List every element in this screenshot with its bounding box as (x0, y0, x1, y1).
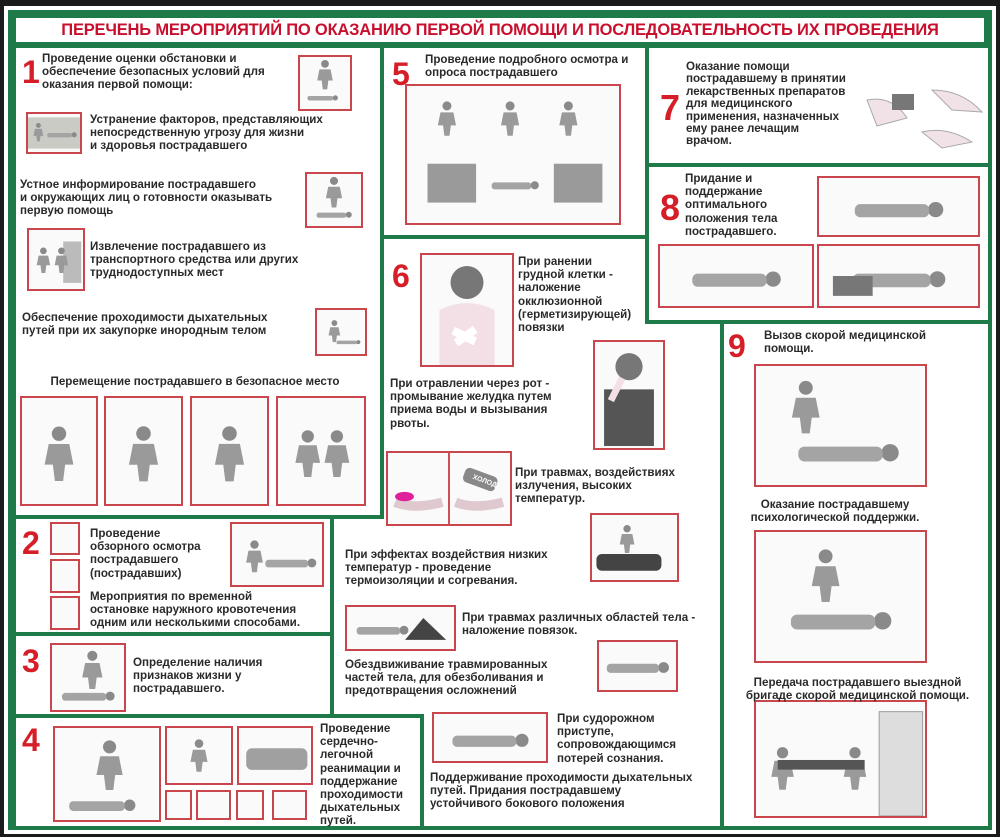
section-6-item-cold: При эффектах воздействия низких температ… (345, 548, 548, 588)
illustration-bleeding-2 (50, 559, 80, 593)
section-4-item-cpr: Проведение сердечно- легочной реанимации… (320, 722, 404, 828)
section-1-item-extraction: Извлечение пострадавшего из транспортног… (90, 240, 299, 280)
section-1-item-airway: Обеспечение проходимости дыхательных пут… (22, 311, 268, 338)
illustration-bandage (345, 605, 456, 651)
poster-title: ПЕРЕЧЕНЬ МЕРОПРИЯТИЙ ПО ОКАЗАНИЮ ПЕРВОЙ … (61, 20, 939, 39)
section-9-item-call: Вызов скорой медицинской помощи. (764, 329, 926, 356)
illustration-cpr-1 (53, 726, 161, 822)
section-4-number: 4 (22, 722, 40, 758)
section-7 (645, 44, 992, 167)
section-1-item-move: Перемещение пострадавшего в безопасное м… (50, 375, 340, 388)
illustration-recovery-position (817, 176, 980, 237)
illustration-legs-raised (817, 244, 980, 308)
illustration-ambulance-handover (754, 700, 927, 818)
section-7-number: 7 (660, 87, 681, 128)
section-5-number: 5 (392, 56, 410, 92)
illustration-signs-of-life (50, 643, 126, 712)
illustration-extraction (27, 228, 85, 291)
illustration-inform (305, 172, 363, 228)
illustration-cpr-7 (272, 790, 307, 820)
illustration-scene-assessment (298, 55, 352, 111)
illustration-cpr-2 (165, 726, 233, 785)
poster-title-box: ПЕРЕЧЕНЬ МЕРОПРИЯТИЙ ПО ОКАЗАНИЮ ПЕРВОЙ … (12, 14, 988, 46)
section-6-item-seizure: При судорожном приступе, сопровождающимс… (557, 712, 677, 765)
section-2-item-bleeding: Мероприятия по временной остановке наруж… (90, 590, 301, 629)
illustration-chest-wound (420, 253, 514, 367)
section-3-number: 3 (22, 643, 40, 679)
illustration-splint (597, 640, 678, 692)
illustration-airway-obstruction (315, 308, 367, 356)
section-6-item-bandage: При травмах различных областей тела - на… (462, 611, 696, 638)
section-1-item-remove-danger: Устранение факторов, представляющих непо… (90, 113, 323, 153)
illustration-warming (590, 513, 679, 582)
illustration-psych-support (754, 530, 927, 663)
illustration-bleeding-3 (50, 596, 80, 630)
illustration-detailed-exam (405, 84, 621, 225)
section-9-item-support: Оказание пострадавшему психологической п… (750, 498, 920, 525)
illustration-cpr-6 (236, 790, 264, 820)
illustration-half-sitting (658, 244, 814, 308)
illustration-poisoning (593, 340, 665, 450)
section-9-item-handover: Передача пострадавшего выездной бригаде … (745, 676, 970, 703)
illustration-move-3 (190, 396, 269, 506)
illustration-remove-danger (26, 112, 82, 154)
section-9-number: 9 (728, 328, 746, 364)
section-6-item-recovery: Поддерживание проходимости дыхательных п… (430, 771, 693, 811)
section-6-item-chest: При ранении грудной клетки - наложение о… (518, 255, 632, 335)
section-8-number: 8 (660, 187, 681, 228)
section-6-item-burns: При травмах, воздействиях излучения, выс… (515, 466, 675, 506)
section-2-number: 2 (22, 525, 40, 561)
section-1-number: 1 (22, 54, 40, 90)
illustration-call-ambulance (754, 364, 927, 487)
illustration-cold-application: ХОЛОД (386, 451, 512, 526)
illustration-move-2 (104, 396, 183, 506)
illustration-cpr-3 (237, 726, 313, 785)
illustration-move-4 (276, 396, 366, 506)
section-6-item-poisoning: При отравлении через рот - промывание же… (390, 377, 552, 430)
illustration-cpr-5 (196, 790, 231, 820)
section-5-item-exam: Проведение подробного осмотра и опроса п… (425, 53, 629, 80)
section-1-item-inform: Устное информирование пострадавшего и ок… (20, 178, 273, 218)
illustration-seizure (432, 712, 548, 763)
section-8-item-position: Придание и поддержание оптимального поло… (685, 172, 778, 238)
section-7-item-medication: Оказание помощи пострадавшему в принятии… (686, 60, 846, 148)
illustration-move-1 (20, 396, 98, 506)
illustration-medication-hands (862, 80, 987, 155)
illustration-cpr-4 (165, 790, 192, 820)
section-2-item-overview: Проведение обзорного осмотра пострадавше… (90, 527, 201, 580)
section-6-item-immobilize: Обездвиживание травмированных частей тел… (345, 658, 548, 698)
illustration-bleeding-1 (50, 522, 80, 555)
section-6-number: 6 (392, 258, 410, 294)
illustration-overview-exam (230, 522, 324, 587)
section-3-item-signs: Определение наличия признаков жизни у по… (133, 656, 263, 696)
section-1-heading: Проведение оценки обстановки и обеспечен… (42, 52, 265, 92)
